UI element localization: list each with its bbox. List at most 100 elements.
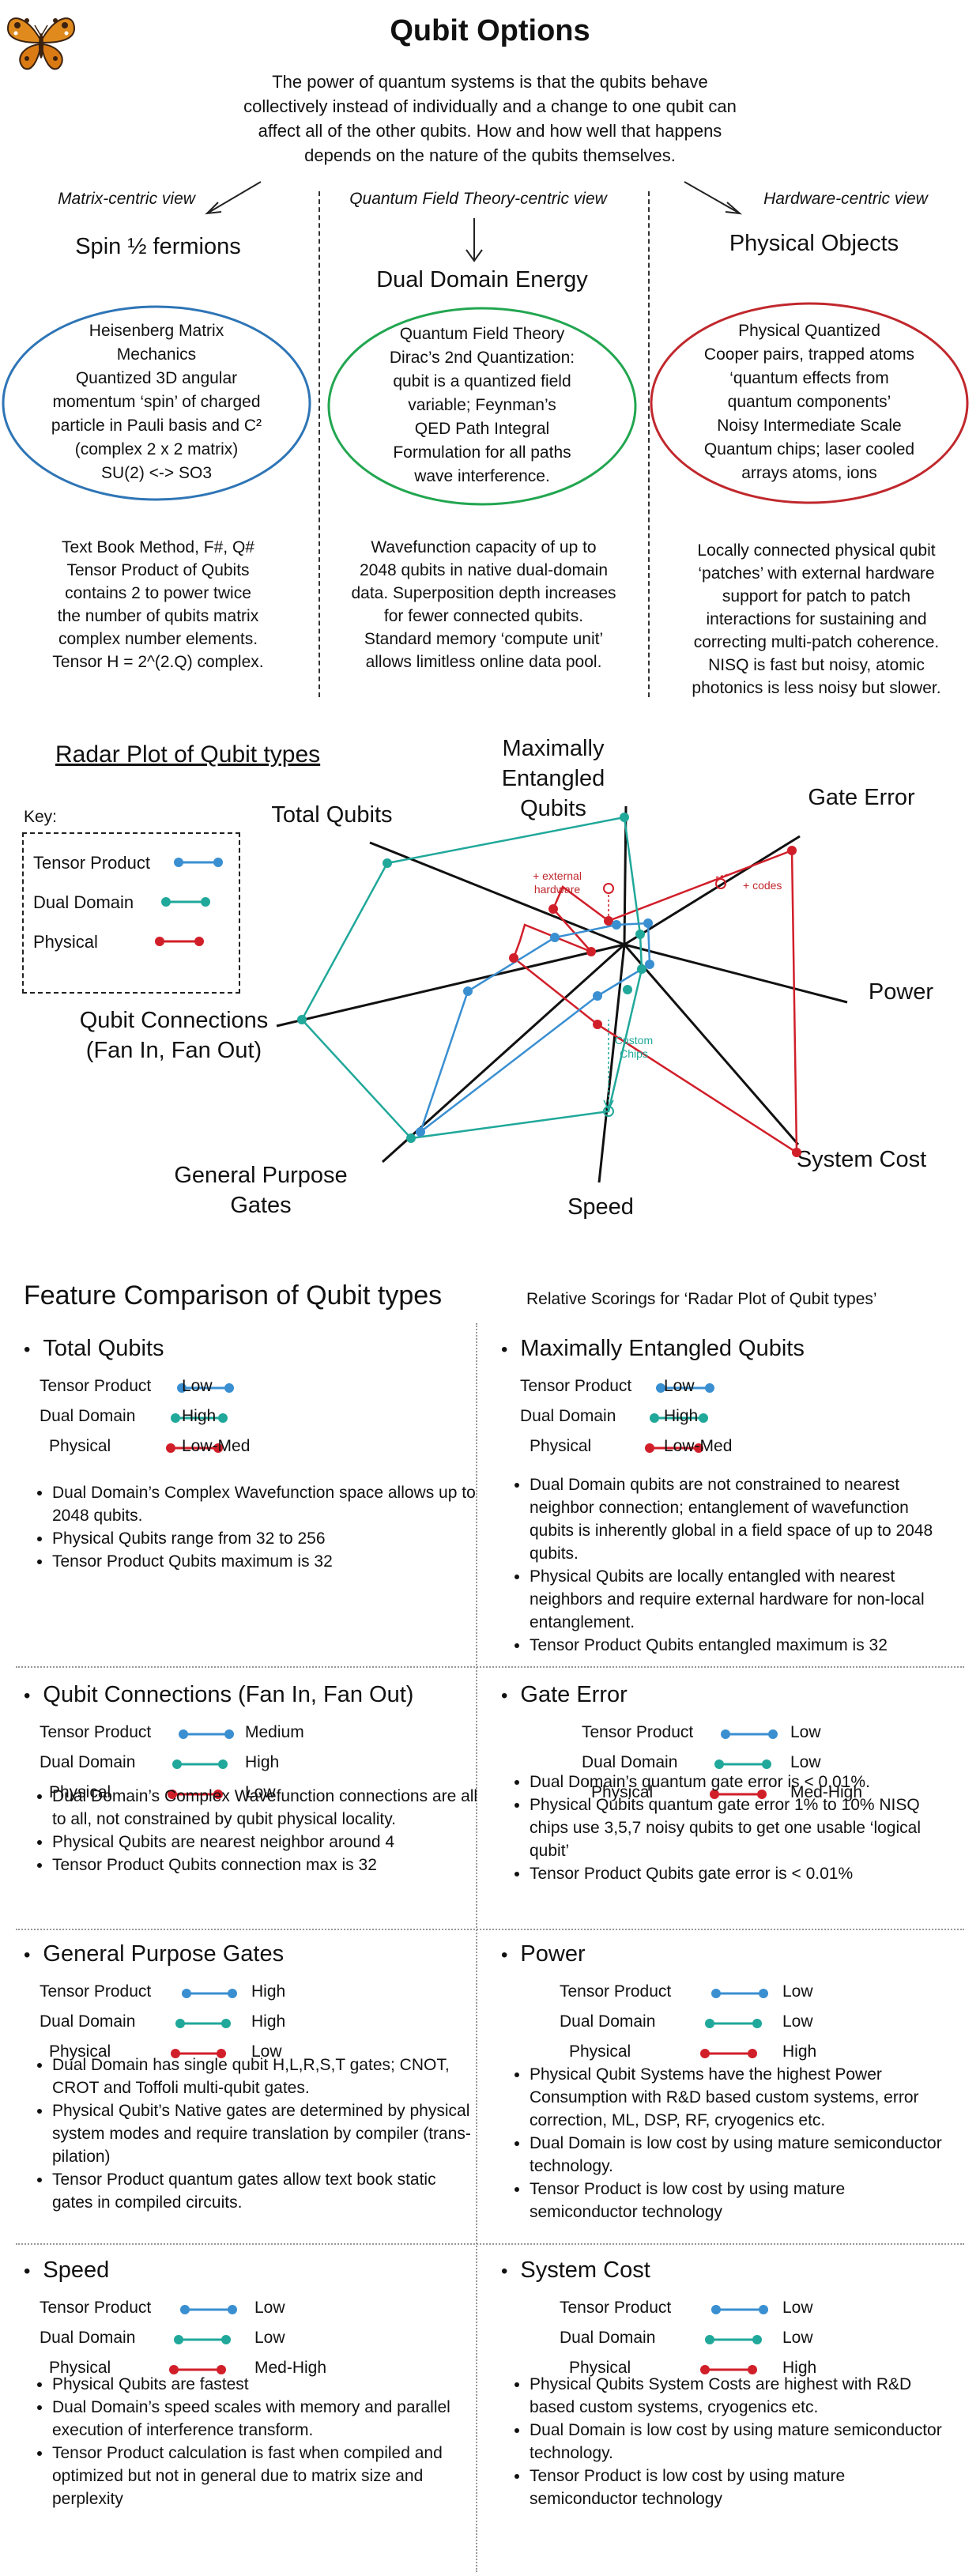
- axis-label-general-gates: General Purpose Gates: [174, 1163, 348, 1218]
- point-physical-system-cost: [792, 1148, 801, 1157]
- row-divider-2: [16, 1929, 964, 1930]
- rating-marker: [175, 2019, 231, 2028]
- bullet-icon: •: [24, 2261, 31, 2282]
- butterfly-logo: [6, 17, 76, 70]
- feature-bullets: Dual Domain’s Complex Wavefunction conne…: [27, 1785, 479, 1876]
- heading-physical: Physical Objects: [729, 231, 899, 256]
- point-dual-gates: [406, 1133, 416, 1143]
- key-marker-dual: [161, 897, 210, 907]
- rating-marker: [179, 1729, 234, 1739]
- radar-plot: [276, 805, 848, 1183]
- rating-marker: [721, 1729, 778, 1739]
- comparison-subtitle: Relative Scorings for ‘Radar Plot of Qub…: [526, 1290, 877, 1308]
- feature-type-label: Tensor Product: [40, 1982, 152, 2001]
- point-physical-codes: [715, 878, 726, 889]
- feature-bullets: Physical Qubits are fastestDual Domain’s…: [27, 2373, 479, 2510]
- feature-type-label: Physical: [49, 1437, 111, 1455]
- rating-marker: [180, 2305, 237, 2314]
- body-text-hardware: Locally connected physical qubit ‘patche…: [692, 541, 941, 697]
- bullet-icon: •: [501, 1944, 508, 1966]
- point-tensor-total: [550, 933, 560, 942]
- rating-marker: [171, 1413, 228, 1423]
- annotation-external-hardware: + external hardware: [533, 869, 582, 896]
- feature-type-label: Physical: [530, 1437, 592, 1455]
- feature-type-label: Physical: [569, 2359, 631, 2377]
- feature-title: •Speed: [24, 2257, 110, 2283]
- rating-marker: [169, 2365, 226, 2374]
- feature-type-label: Dual Domain: [582, 1753, 678, 1771]
- body-text-matrix: Text Book Method, F#, Q# Tensor Product …: [52, 538, 264, 671]
- key-label-physical: Physical: [33, 932, 98, 952]
- feature-bullet-item: Dual Domain’s Complex Wavefunction space…: [52, 1481, 479, 1527]
- feature-title: •Gate Error: [501, 1682, 628, 1707]
- feature-rating: Low: [790, 1753, 821, 1771]
- rating-marker: [650, 1413, 708, 1423]
- key-label-tensor: Tensor Product: [33, 853, 150, 873]
- axis-power: [624, 943, 848, 1004]
- axis-gate-error: [624, 835, 801, 946]
- feature-title: •Total Qubits: [24, 1336, 164, 1361]
- rating-marker: [166, 1443, 223, 1453]
- key-marker-physical: [155, 937, 204, 946]
- feature-rating: High: [251, 1982, 286, 2001]
- feature-type-label: Tensor Product: [40, 1723, 152, 1741]
- view-label-qft: Quantum Field Theory-centric view: [349, 190, 607, 208]
- feature-bullet-item: Physical Qubits System Costs are highest…: [530, 2373, 956, 2419]
- feature-rating: Low: [782, 2012, 813, 2031]
- axis-system-cost: [623, 944, 800, 1145]
- key-label-dual: Dual Domain: [33, 892, 134, 912]
- ellipse-text-qft: Quantum Field Theory Dirac’s 2nd Quantiz…: [389, 325, 575, 485]
- axis-connections: [276, 943, 625, 1028]
- feature-type-label: Tensor Product: [40, 2299, 152, 2317]
- rating-marker: [171, 2049, 226, 2058]
- feature-rating: Low: [790, 1723, 821, 1741]
- feature-type-label: Dual Domain: [520, 1407, 616, 1425]
- feature-bullet-item: Physical Qubits quantum gate error 1% to…: [530, 1793, 956, 1862]
- ellipse-qft: [327, 307, 637, 506]
- series-tensor-polygon: [418, 922, 651, 1135]
- feature-bullet-item: Dual Domain has single qubit H,L,R,S,T g…: [52, 2054, 479, 2099]
- feature-type-label: Physical: [591, 1783, 654, 1801]
- feature-type-label: Dual Domain: [40, 1407, 136, 1425]
- rating-marker: [711, 1989, 768, 1998]
- bullet-icon: •: [24, 1944, 31, 1966]
- feature-title: •Qubit Connections (Fan In, Fan Out): [24, 1682, 414, 1707]
- feature-bullet-item: Physical Qubits range from 32 to 256: [52, 1527, 479, 1550]
- axis-speed: [597, 944, 626, 1183]
- feature-title: •General Purpose Gates: [24, 1941, 285, 1967]
- row-divider-1: [16, 1666, 964, 1668]
- ellipse-hardware: [650, 302, 969, 504]
- feature-rating: Low: [254, 2299, 285, 2317]
- feature-rating: Low: [782, 2299, 813, 2317]
- feature-title: •System Cost: [501, 2257, 650, 2283]
- feature-rating: Med-High: [790, 1783, 863, 1801]
- point-tensor-entangled: [612, 920, 621, 930]
- point-physical-total: [548, 904, 558, 914]
- axis-label-entangled: Maximally Entangled Qubits: [501, 736, 605, 821]
- point-physical-gate-error: [787, 846, 797, 855]
- feature-bullet-item: Physical Qubit Systems have the highest …: [530, 2063, 956, 2132]
- feature-bullet-item: Physical Qubit’s Native gates are determ…: [52, 2099, 479, 2168]
- feature-rating: High: [245, 1753, 280, 1771]
- ellipse-text-matrix: Heisenberg Matrix Mechanics Quantized 3D…: [51, 322, 262, 482]
- feature-title: •Maximally Entangled Qubits: [501, 1336, 805, 1361]
- feature-bullet-item: Tensor Product is low cost by using matu…: [530, 2178, 956, 2223]
- feature-type-label: Dual Domain: [40, 2329, 136, 2347]
- view-arrows: [205, 181, 743, 262]
- feature-bullet-item: Dual Domain’s speed scales with memory a…: [52, 2396, 479, 2442]
- feature-type-label: Physical: [49, 2359, 111, 2377]
- intro-text: The power of quantum systems is that the…: [243, 72, 737, 165]
- rating-marker: [177, 1383, 234, 1393]
- feature-rating: Low: [254, 2329, 285, 2347]
- view-label-hardware: Hardware-centric view: [763, 190, 928, 208]
- rating-marker: [700, 2049, 757, 2058]
- point-tensor-power: [645, 960, 654, 969]
- comparison-divider-vertical: [476, 1323, 477, 2572]
- rating-marker: [656, 1383, 714, 1393]
- heading-dual-domain: Dual Domain Energy: [376, 267, 588, 292]
- body-text-qft: Wavefunction capacity of up to 2048 qubi…: [351, 538, 616, 671]
- feature-bullet-item: Physical Qubits are locally entangled wi…: [530, 1565, 956, 1634]
- feature-bullets: Dual Domain has single qubit H,L,R,S,T g…: [27, 2054, 479, 2214]
- axis-label-speed: Speed: [567, 1194, 634, 1220]
- feature-type-label: Dual Domain: [560, 2329, 656, 2347]
